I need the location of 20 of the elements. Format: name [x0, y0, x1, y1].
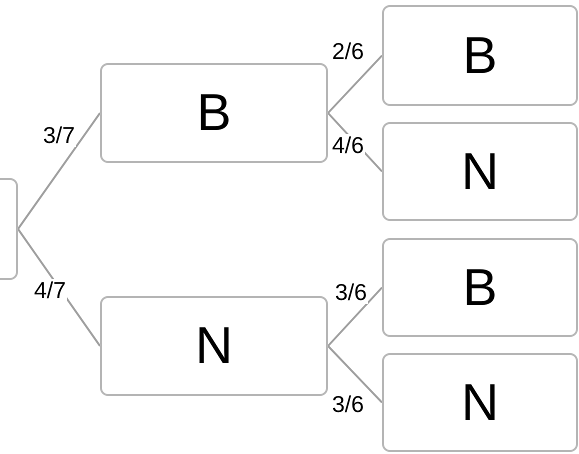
outcome-box	[382, 5, 578, 106]
outcome-box	[382, 122, 578, 221]
outcome-letter: B	[462, 262, 498, 314]
connector-line	[327, 286, 383, 347]
edge-label: 4/7	[33, 279, 67, 302]
outcome-box	[100, 296, 328, 396]
outcome-letter: N	[461, 376, 499, 428]
connector-line	[17, 112, 101, 230]
edge-label: 4/6	[331, 134, 365, 157]
outcome-box	[382, 238, 578, 337]
connector-line	[327, 54, 383, 114]
outcome-letter: N	[461, 146, 499, 198]
outcome-letter: B	[462, 30, 498, 82]
connector-line	[327, 345, 383, 404]
outcome-letter: N	[195, 320, 233, 372]
outcome-letter: B	[196, 87, 232, 139]
outcome-box	[382, 353, 578, 452]
edge-label: 3/7	[42, 124, 76, 147]
edge-label: 3/6	[334, 281, 368, 304]
outcome-box	[100, 63, 328, 163]
